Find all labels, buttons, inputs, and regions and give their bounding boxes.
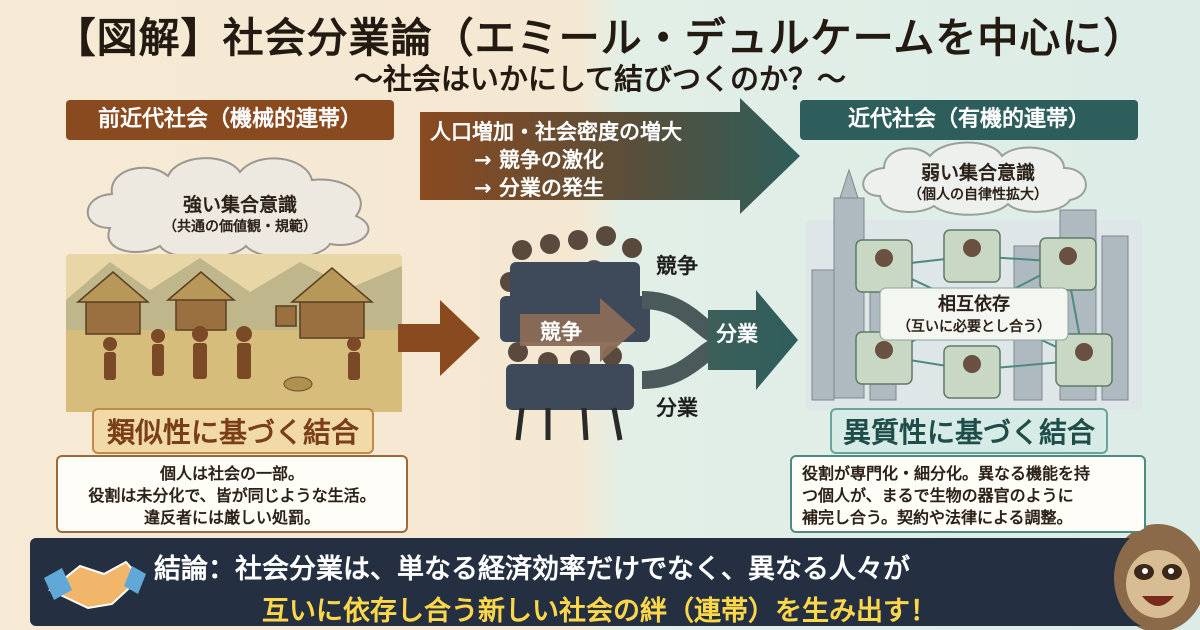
city-illustration bbox=[806, 168, 1142, 410]
conclusion-line-1: 結論：社会分業は、単なる経済効率だけでなく、異なる人々が bbox=[154, 554, 910, 585]
top-arrow-line-2: → 競争の激化 bbox=[474, 148, 604, 172]
right-desc-line-1: 役割が専門化・細分化。異なる機能を持 bbox=[802, 464, 1091, 483]
left-description: 個人は社会の一部。 役割は未分化で、皆が同じような生活。 違反者には厳しい処罰。 bbox=[56, 455, 408, 533]
top-arrow-line-1: 人口増加・社会密度の増大 bbox=[430, 120, 682, 144]
result-arrow-label: 分業 bbox=[716, 322, 758, 346]
crowd-illustration bbox=[500, 226, 650, 441]
left-cloud-sub: （共通の価値観・規範） bbox=[163, 219, 317, 235]
interdependence-main: 相互依存 bbox=[938, 294, 1010, 315]
right-section-header: 近代社会（有機的連帯） bbox=[800, 100, 1138, 140]
right-cloud-main: 弱い集合意識 bbox=[920, 162, 1035, 184]
branch-curves bbox=[641, 290, 798, 390]
crowd-arrow bbox=[520, 298, 636, 362]
page-title: 【図解】社会分業論（エミール・デュルケームを中心に） bbox=[54, 14, 1146, 62]
village-illustration bbox=[66, 254, 402, 412]
page-subtitle: 〜社会はいかにして結びつくのか？〜 bbox=[353, 62, 847, 96]
top-big-arrow bbox=[420, 98, 800, 214]
left-desc-line-3: 違反者には厳しい処罰。 bbox=[143, 508, 320, 527]
right-desc-line-3: 補完し合う。契約や法律による調整。 bbox=[802, 508, 1073, 527]
right-cloud-icon bbox=[862, 141, 1087, 216]
interdependence-sub: （互いに必要とし合う） bbox=[897, 319, 1051, 335]
right-cloud-sub: （個人の自律性拡大） bbox=[908, 187, 1048, 203]
result-arrow bbox=[708, 290, 798, 390]
right-bond-label: 異質性に基づく結合 bbox=[830, 408, 1108, 454]
crowd-arrow-label: 競争 bbox=[540, 320, 582, 344]
left-desc-line-2: 役割は未分化で、皆が同じような生活。 bbox=[88, 486, 376, 505]
top-arrow-line-3: → 分業の発生 bbox=[474, 176, 604, 200]
conclusion-bar bbox=[30, 538, 1170, 626]
branch-label-division: 分業 bbox=[656, 396, 698, 420]
right-desc-line-2: つ個人が、まるで生物の器官のように bbox=[802, 486, 1074, 505]
conclusion-line-2: 互いに依存し合う新しい社会の絆（連帯）を生み出す！ bbox=[262, 596, 937, 627]
top-arrow-text: 人口増加・社会密度の増大 → 競争の激化 → 分業の発生 bbox=[430, 118, 750, 202]
left-to-crowd-arrow bbox=[398, 300, 480, 376]
left-bond-label: 類似性に基づく結合 bbox=[92, 408, 374, 454]
right-description: 役割が専門化・細分化。異なる機能を持 つ個人が、まるで生物の器官のように 補完し… bbox=[790, 455, 1146, 533]
left-desc-line-1: 個人は社会の一部。 bbox=[159, 464, 304, 483]
left-section-header: 前近代社会（機械的連帯） bbox=[66, 100, 394, 140]
left-cloud-main: 強い集合意識 bbox=[182, 194, 297, 216]
branch-label-competition: 競争 bbox=[656, 254, 698, 278]
